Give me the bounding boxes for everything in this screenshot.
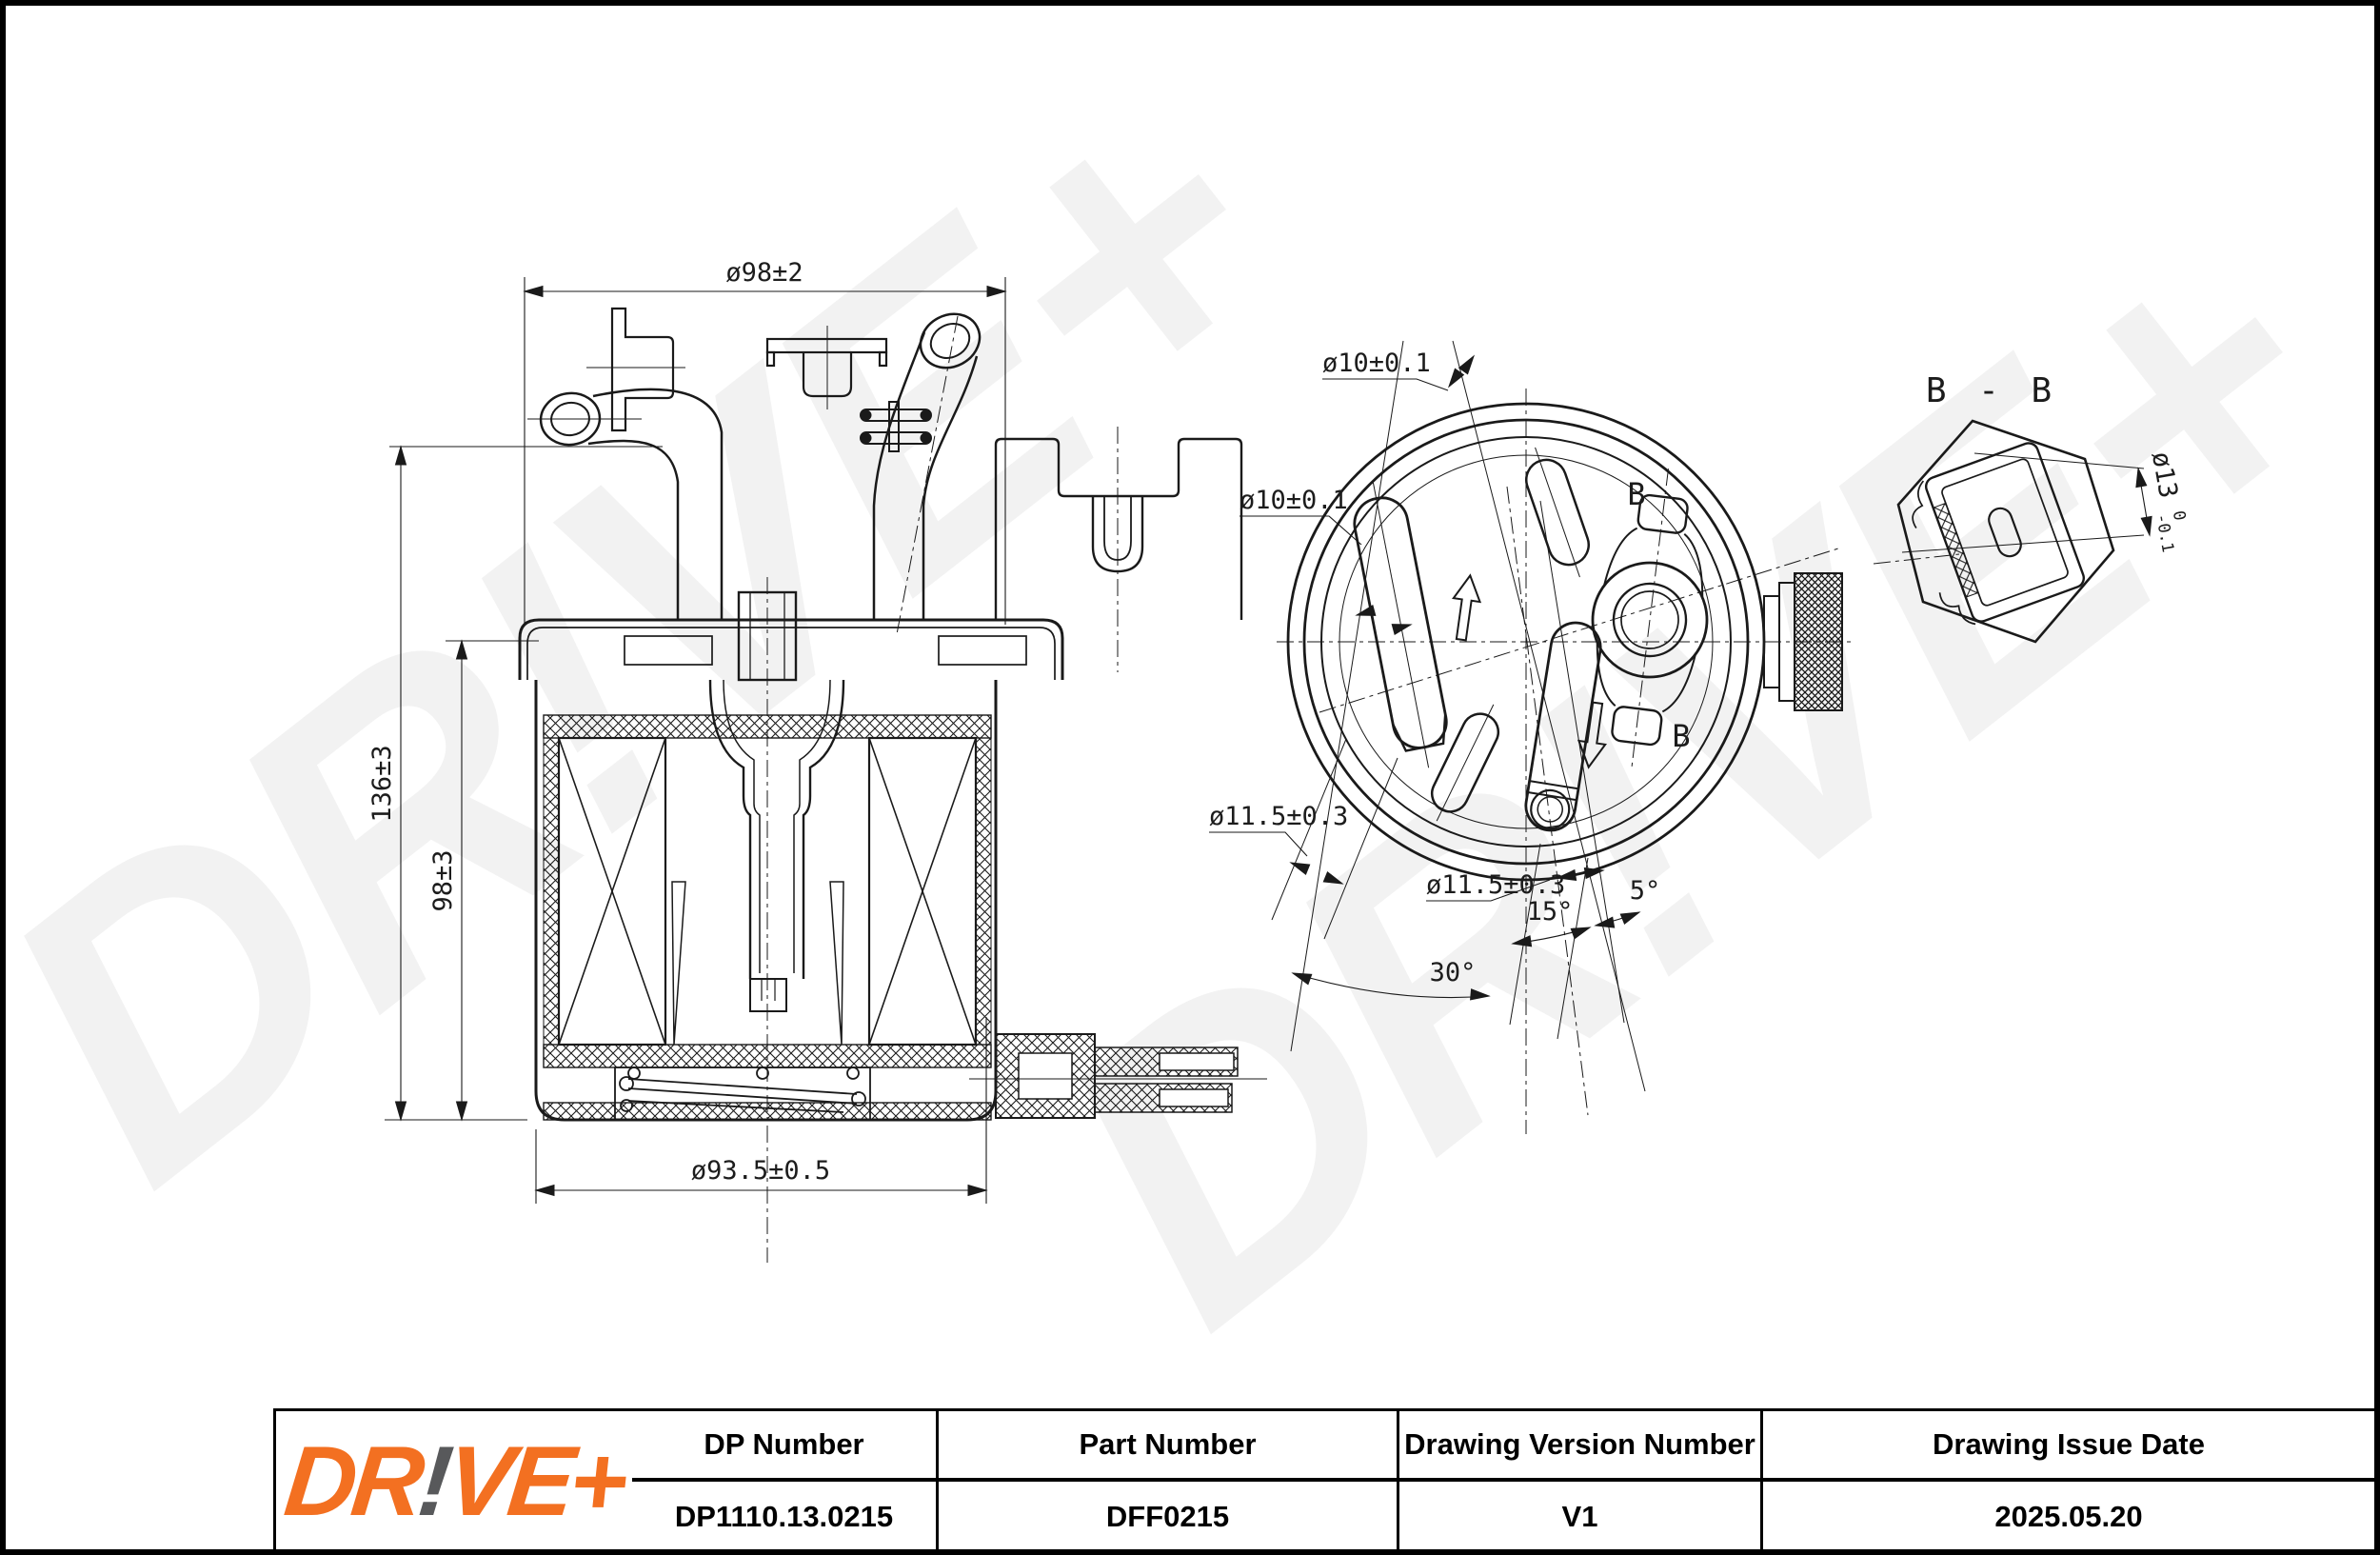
dim-angle-15: 15° — [1511, 897, 1593, 949]
top-view: B B ø10±0.1 ø10±0.1 — [1209, 340, 1853, 1134]
dim-label: ø11.5±0.3 — [1209, 802, 1348, 831]
dim-label: ø98±2 — [725, 258, 803, 288]
dim-label: 30° — [1430, 958, 1477, 987]
flange-part — [586, 307, 685, 432]
flow-arrow-down — [1577, 701, 1607, 769]
inlet-pipe-left — [527, 388, 724, 620]
dim-port-lower-a: ø11.5±0.3 — [1209, 738, 1398, 940]
dim-port-upper-a: ø10±0.1 — [1322, 349, 1479, 391]
filter-lid — [518, 590, 1064, 682]
dim-label: 15° — [1527, 897, 1574, 927]
flow-arrow-up — [1452, 573, 1482, 642]
title-block-value-drawing-version: V1 — [1399, 1482, 1763, 1549]
filter-element-right — [867, 736, 978, 1047]
title-block-value-part-number: DFF0215 — [939, 1482, 1399, 1549]
port-slot-top — [1525, 447, 1590, 578]
drive-plus-logo: DR!VE+ — [280, 1426, 629, 1537]
central-funnel — [708, 679, 845, 1012]
inlet-pipe-right — [872, 312, 982, 635]
dim-port-lower-b: ø11.5±0.3 — [1426, 843, 1605, 1040]
dim-label: ø93.5±0.5 — [691, 1156, 830, 1186]
section-title: B - B — [1926, 371, 2057, 410]
dim-height-body: 98±3 — [428, 640, 539, 1121]
logo-text-ve-plus: VE+ — [441, 1426, 629, 1537]
outlet-tube-center — [1524, 621, 1602, 832]
section-mark-bottom: B — [1672, 718, 1690, 754]
title-block-header-dp-number: DP Number — [632, 1411, 939, 1482]
brand-logo: DR!VE+ — [276, 1411, 632, 1549]
filter-body — [534, 577, 1267, 1263]
title-block-header-issue-date: Drawing Issue Date — [1763, 1411, 2374, 1482]
dim-port-upper-b: ø10±0.1 — [1240, 486, 1413, 635]
cap-part — [765, 326, 888, 409]
filter-element-left — [557, 736, 667, 1047]
dim-label: ø10±0.1 — [1322, 349, 1431, 378]
dim-label: ø10±0.1 — [1240, 486, 1348, 515]
connector-housing — [994, 427, 1243, 672]
title-block-value-issue-date: 2025.05.20 — [1763, 1482, 2374, 1549]
title-block-header-part-number: Part Number — [939, 1411, 1399, 1482]
dim-angle-5: 5° — [1594, 876, 1661, 931]
side-view: ø98±2 136±3 98±3 ø93.5±0.5 — [367, 258, 1267, 1263]
technical-drawing: DR!VE+ DR!VE+ ø98±2 136±3 98±3 — [6, 8, 2374, 1407]
section-mark-top: B — [1627, 476, 1645, 512]
dim-height-overall: 136±3 — [367, 446, 663, 1121]
title-block-value-dp-number: DP1110.13.0215 — [632, 1482, 939, 1549]
dim-label: 136±3 — [367, 745, 397, 822]
dim-tolerance-upper: 0 — [2169, 509, 2189, 523]
logo-text-dr: DR — [279, 1426, 426, 1537]
dim-label: ø11.5±0.3 — [1426, 870, 1565, 900]
spring-chamber — [614, 1067, 871, 1120]
title-block-header-drawing-version: Drawing Version Number — [1399, 1411, 1763, 1482]
dim-label: 98±3 — [428, 849, 458, 911]
port-slot-lower-left — [1430, 704, 1500, 822]
title-block: DP Number Part Number Drawing Version Nu… — [273, 1408, 2374, 1549]
dim-label: 5° — [1630, 876, 1661, 906]
outlet-connector — [969, 1033, 1267, 1119]
side-connector-knurled — [1763, 572, 1843, 711]
dim-angle-30: 30° — [1290, 958, 1490, 1002]
dim-diameter-top: ø98±2 — [524, 258, 1006, 625]
section-port-b — [1591, 468, 1709, 771]
